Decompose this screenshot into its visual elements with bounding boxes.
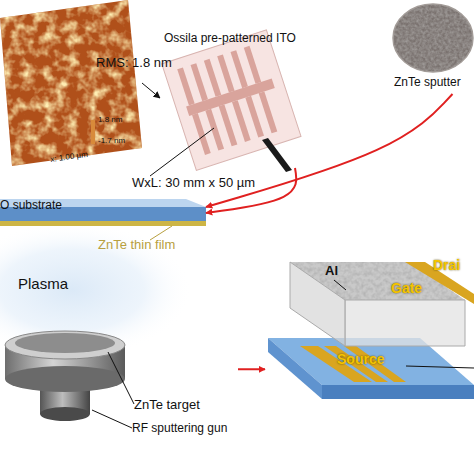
layer-label: ZnTe thin film bbox=[98, 238, 175, 252]
device-substrate-front bbox=[322, 385, 474, 399]
electrode-label: Gate bbox=[391, 281, 422, 296]
gun-stem-base bbox=[40, 407, 90, 421]
electrode-label: Drai bbox=[433, 258, 460, 273]
leader-line bbox=[108, 352, 134, 404]
region-label: Plasma bbox=[18, 276, 68, 293]
afm-image bbox=[0, 0, 142, 166]
afm-colorbar bbox=[91, 120, 95, 144]
electrode-label: Al bbox=[325, 264, 338, 278]
leader-line bbox=[406, 366, 474, 368]
process-arrow bbox=[206, 168, 296, 213]
disk-texture bbox=[393, 4, 473, 72]
target-photo: ZnTe sputter bbox=[388, 2, 474, 94]
photo-caption: ZnTe sputter bbox=[394, 76, 461, 89]
part-label: RF sputtering gun bbox=[132, 422, 227, 435]
electrode-label: Source bbox=[337, 352, 384, 367]
process-arrow bbox=[238, 368, 265, 370]
substrate-slab: O substrate bbox=[0, 198, 206, 228]
gun-body-base bbox=[5, 366, 125, 392]
transistor-device: Al DraiGateSource bbox=[265, 250, 474, 405]
sputtering-gun: ZnTe target RF sputtering gun bbox=[0, 318, 238, 446]
afm-texture bbox=[0, 0, 142, 166]
dielectric-front bbox=[345, 300, 465, 346]
part-label: ZnTe target bbox=[134, 398, 200, 412]
leader-arrow bbox=[142, 83, 160, 98]
colorbar-value: 1.8 nm bbox=[98, 116, 122, 125]
znte-target-disk bbox=[15, 333, 115, 353]
photo-caption: Ossila pre-patterned ITO bbox=[164, 32, 296, 45]
plasma-glow bbox=[0, 222, 192, 358]
substrate-photo: Ossila pre-patterned ITO bbox=[160, 28, 310, 168]
leader-line bbox=[92, 410, 132, 428]
ito-substrate bbox=[162, 30, 301, 171]
process-arrow bbox=[206, 94, 453, 207]
znte-film bbox=[0, 221, 206, 226]
colorbar-value: -1.7 nm bbox=[98, 137, 125, 146]
source-electrode bbox=[324, 346, 388, 382]
dimension-label: WxL: 30 mm x 50 µm bbox=[132, 176, 255, 190]
tweezers bbox=[262, 138, 292, 172]
scale-label: x: 1.00 µm bbox=[50, 151, 88, 165]
substrate-label: O substrate bbox=[0, 199, 62, 212]
leader-line bbox=[334, 280, 346, 290]
znte-disk bbox=[393, 4, 473, 72]
gun-top bbox=[5, 331, 125, 359]
dielectric-side bbox=[290, 262, 345, 346]
leader-line bbox=[150, 128, 214, 176]
measurement-label: RMS: 1.8 nm bbox=[96, 56, 172, 70]
